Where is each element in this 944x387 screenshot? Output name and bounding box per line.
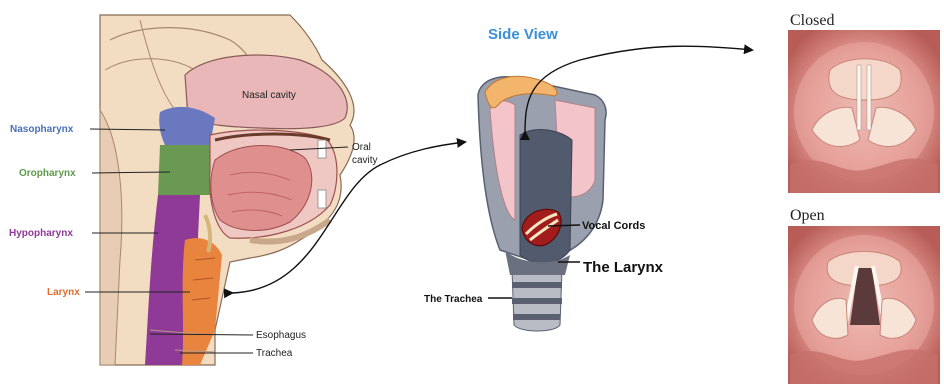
label-the-larynx: The Larynx <box>583 259 664 276</box>
label-nasal-cavity: Nasal cavity <box>242 90 296 101</box>
label-the-trachea: The Trachea <box>424 294 483 305</box>
label-nasopharynx: Nasopharynx <box>10 124 74 135</box>
label-vocal-cords: Vocal Cords <box>582 220 645 232</box>
label-oropharynx: Oropharynx <box>19 168 76 179</box>
label-open: Open <box>790 207 825 224</box>
label-larynx: Larynx <box>47 287 80 298</box>
label-trachea: Trachea <box>256 348 293 359</box>
label-oral-cavity-2: cavity <box>352 155 378 166</box>
glottis-open-image <box>788 226 940 384</box>
glottis-views: Closed Open <box>788 12 940 384</box>
label-esophagus: Esophagus <box>256 330 306 341</box>
glottis-closed-image <box>788 30 940 193</box>
larynx-region <box>182 238 222 365</box>
head-cross-section: Nasopharynx Oropharynx Hypopharynx Laryn… <box>9 15 378 365</box>
larynx-side-view: Side View Vocal Cords The Larynx The Tra… <box>424 26 664 331</box>
oropharynx-region <box>158 145 212 195</box>
label-closed: Closed <box>790 12 834 29</box>
title-side-view: Side View <box>488 26 558 43</box>
label-oral-cavity-1: Oral <box>352 142 371 153</box>
label-hypopharynx: Hypopharynx <box>9 228 73 239</box>
